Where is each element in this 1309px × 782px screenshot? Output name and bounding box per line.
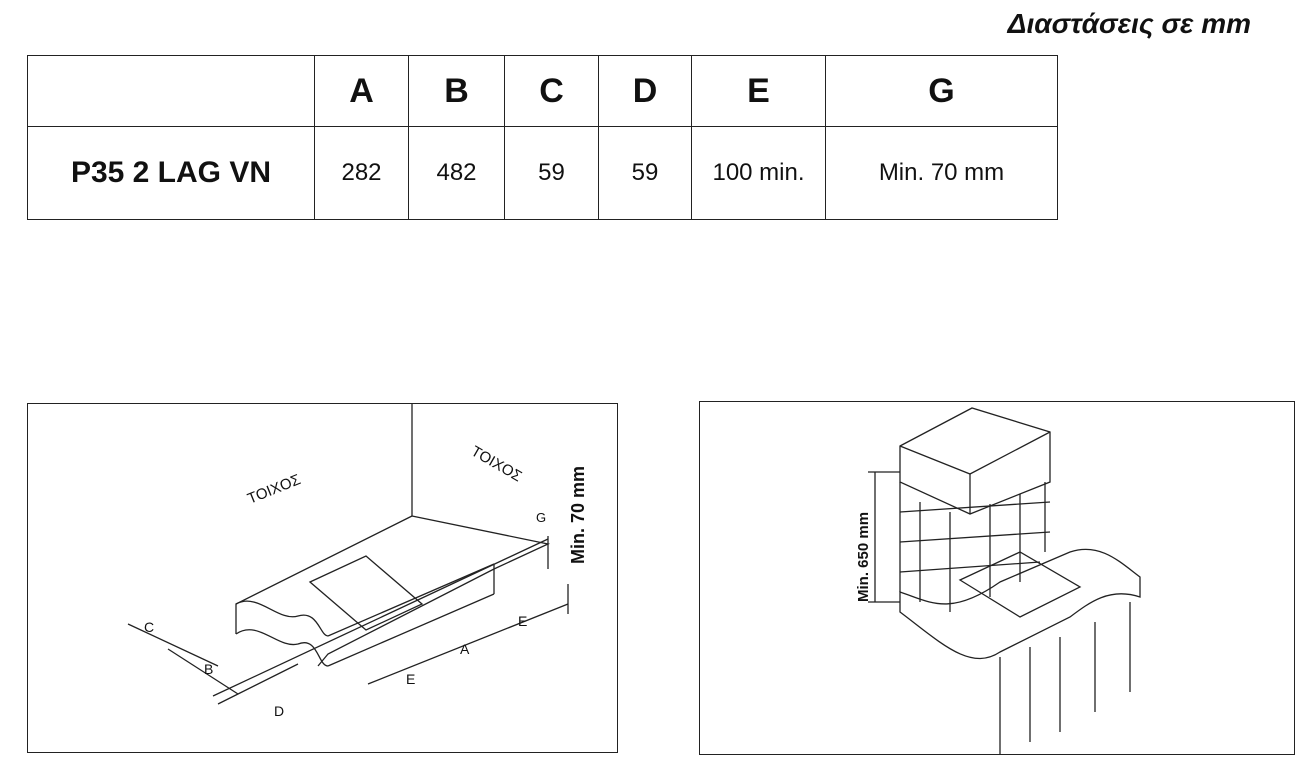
label-a: A	[460, 641, 470, 657]
table-header-row: A B C D E G	[27, 55, 1058, 127]
height-label: Min. 70 mm	[568, 466, 588, 564]
label-d: D	[274, 703, 284, 719]
min-height-label: Min. 650 mm	[855, 512, 872, 602]
label-g: G	[536, 510, 546, 525]
dim-line-d	[217, 663, 299, 705]
dim-line-base	[212, 538, 549, 697]
label-e2: E	[518, 613, 527, 629]
countertop-front-edge	[327, 563, 495, 637]
dim-line-b	[167, 648, 239, 695]
hood-diagram-drawing: Min. 650 mm	[855, 407, 1141, 754]
header-d: D	[598, 55, 692, 127]
table-row: P35 2 LAG VN 282 482 59 59 100 min. Min.…	[27, 126, 1058, 220]
cell-model: P35 2 LAG VN	[27, 126, 315, 220]
wall-tiles-vertical	[899, 482, 1046, 612]
range-hood	[899, 407, 1051, 515]
dim-line-c	[127, 623, 219, 667]
header-a: A	[314, 55, 409, 127]
countertop	[899, 548, 1141, 660]
header-e: E	[691, 55, 826, 127]
cell-g: Min. 70 mm	[825, 126, 1058, 220]
wall-right-label: ΤΟΙΧΟΣ	[468, 443, 525, 486]
corner-diagram-drawing: ΤΟΙΧΟΣ ΤΟΙΧΟΣ Min. 70 mm G C B D E A E	[127, 404, 588, 719]
label-e1: E	[406, 671, 415, 687]
wall-tiles-horizontal	[899, 501, 1051, 573]
wall-left-label: ΤΟΙΧΟΣ	[245, 471, 303, 508]
header-g: G	[825, 55, 1058, 127]
base-cabinets	[999, 602, 1131, 754]
installation-diagram-hood: Min. 650 mm	[699, 401, 1295, 755]
countertop-cut-wave	[235, 629, 329, 667]
countertop-top-wave	[235, 600, 329, 637]
cell-a: 282	[314, 126, 409, 220]
dimensions-table: A B C D E G P35 2 LAG VN 282 482 59 59 1…	[27, 55, 1058, 220]
cell-d: 59	[598, 126, 692, 220]
cell-b: 482	[408, 126, 505, 220]
hob-cutout	[308, 555, 424, 631]
installation-diagram-corner: ΤΟΙΧΟΣ ΤΟΙΧΟΣ Min. 70 mm G C B D E A E	[27, 403, 618, 753]
dim-line-ea	[367, 603, 569, 685]
label-b: B	[204, 661, 213, 677]
countertop-bottom-edge	[327, 593, 495, 667]
units-title: Διαστάσεις σε mm	[1007, 8, 1251, 39]
header-b: B	[408, 55, 505, 127]
hob	[958, 551, 1082, 618]
header-c: C	[504, 55, 599, 127]
header-model	[27, 55, 315, 127]
label-c: C	[144, 619, 154, 635]
range-hood-edge	[899, 431, 1051, 475]
cell-e: 100 min.	[691, 126, 826, 220]
cell-c: 59	[504, 126, 599, 220]
